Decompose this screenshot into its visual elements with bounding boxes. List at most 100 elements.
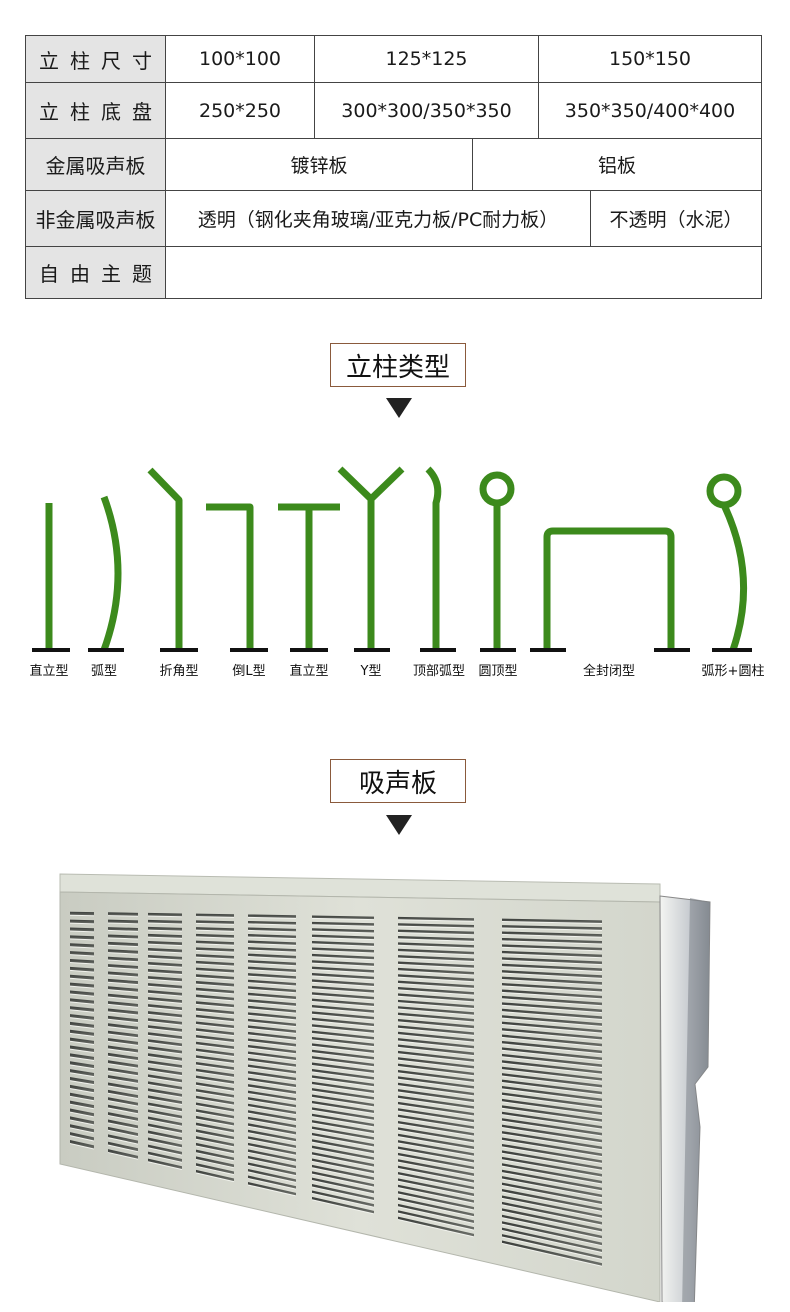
spec-table: 立柱尺寸 100*100 125*125 150*150 立柱底盘 250*25… bbox=[25, 35, 762, 299]
louver-slot bbox=[502, 1047, 602, 1061]
louver-highlight bbox=[247, 1021, 297, 1028]
louver-highlight bbox=[195, 1030, 235, 1037]
louver-highlight bbox=[397, 1085, 475, 1097]
louver-highlight bbox=[195, 1051, 235, 1057]
louver-highlight bbox=[107, 974, 139, 978]
louver-highlight bbox=[69, 1111, 95, 1118]
louver-slot bbox=[312, 992, 374, 1000]
louver-highlight bbox=[501, 1049, 603, 1062]
louver-highlight bbox=[247, 1073, 297, 1082]
louver-highlight bbox=[311, 1180, 375, 1195]
table-row: 立柱尺寸 100*100 125*125 150*150 bbox=[25, 35, 762, 83]
louver-highlight bbox=[311, 930, 375, 934]
louver-highlight bbox=[247, 969, 297, 973]
louver-slot bbox=[248, 1168, 296, 1183]
louver-highlight bbox=[311, 1096, 375, 1108]
louver-highlight bbox=[147, 992, 183, 997]
louver-highlight bbox=[147, 1062, 183, 1069]
louver-slot bbox=[248, 986, 296, 993]
louver-highlight bbox=[147, 964, 183, 968]
louver-highlight bbox=[195, 1165, 235, 1176]
louver-slot bbox=[502, 1234, 602, 1260]
louver-highlight bbox=[107, 996, 139, 1001]
louver-highlight bbox=[69, 1048, 95, 1053]
post-label: 顶部弧型 bbox=[412, 664, 466, 679]
louver-slot bbox=[312, 960, 374, 967]
louver-slot bbox=[196, 1021, 234, 1029]
louver-highlight bbox=[69, 954, 95, 957]
louver-slot bbox=[196, 1142, 234, 1154]
louver-slot bbox=[502, 1201, 602, 1226]
louver-slot bbox=[248, 947, 296, 953]
louver-highlight bbox=[195, 1131, 235, 1141]
louver-slot bbox=[70, 974, 94, 981]
louver-highlight bbox=[311, 969, 375, 974]
louver-highlight bbox=[397, 938, 475, 942]
louver-slot bbox=[248, 1031, 296, 1041]
louver-highlight bbox=[195, 1104, 235, 1113]
louver-highlight bbox=[195, 1118, 235, 1127]
table-cell: 250*250 bbox=[166, 83, 315, 139]
louver-slot bbox=[502, 931, 602, 938]
louver-slot bbox=[70, 1100, 94, 1109]
louver-highlight bbox=[311, 1192, 375, 1208]
louver-highlight bbox=[247, 956, 297, 960]
louver-highlight bbox=[195, 1017, 235, 1023]
louver-slot bbox=[148, 983, 182, 989]
louver-slot bbox=[70, 1108, 94, 1117]
louver-highlight bbox=[311, 1007, 375, 1014]
louver-slot bbox=[502, 1098, 602, 1116]
table-cell bbox=[166, 247, 762, 299]
arrow-down-icon bbox=[386, 815, 412, 835]
louver-highlight bbox=[147, 1133, 183, 1142]
louver-highlight bbox=[69, 1009, 95, 1013]
louver-slot bbox=[248, 1005, 296, 1014]
louver-highlight bbox=[69, 1127, 95, 1134]
louver-slot bbox=[248, 1044, 296, 1054]
louver-highlight bbox=[311, 1013, 375, 1021]
louver-slot bbox=[196, 1102, 234, 1113]
louver-slot bbox=[398, 1108, 474, 1123]
louver-highlight bbox=[195, 1010, 235, 1016]
table-cell: 150*150 bbox=[539, 36, 762, 83]
louver-slot bbox=[248, 979, 296, 987]
louver-highlight bbox=[397, 1199, 475, 1218]
louver-slot bbox=[502, 1008, 602, 1020]
louver-highlight bbox=[147, 1070, 183, 1077]
louver-highlight bbox=[501, 966, 603, 972]
louver-highlight bbox=[107, 1063, 139, 1069]
louver-highlight bbox=[147, 1126, 183, 1134]
louver-slot bbox=[502, 1040, 602, 1054]
louver-slot bbox=[502, 1021, 602, 1034]
louver-highlight bbox=[311, 1199, 375, 1215]
louver-highlight bbox=[397, 1091, 475, 1104]
louver-highlight bbox=[397, 1167, 475, 1184]
louver-highlight bbox=[147, 1140, 183, 1149]
louver-slot bbox=[248, 1051, 296, 1061]
louver-highlight bbox=[147, 1006, 183, 1012]
arrow-down-icon bbox=[386, 398, 412, 418]
louver-highlight bbox=[195, 916, 235, 918]
louver-slot bbox=[108, 1112, 138, 1122]
louver-highlight bbox=[107, 944, 139, 948]
louver-slot bbox=[196, 1156, 234, 1168]
louver-highlight bbox=[501, 1056, 603, 1068]
louver-slot bbox=[312, 934, 374, 940]
louver-slot bbox=[502, 1060, 602, 1075]
louver-highlight bbox=[247, 949, 297, 953]
louver-highlight bbox=[397, 1174, 475, 1191]
louver-highlight bbox=[107, 1077, 139, 1084]
row-header: 立柱尺寸 bbox=[26, 36, 166, 83]
louver-highlight bbox=[397, 1104, 475, 1117]
louver-highlight bbox=[397, 1148, 475, 1164]
louver-slot bbox=[398, 942, 474, 949]
louver-highlight bbox=[69, 1143, 95, 1150]
louver-slot bbox=[502, 1150, 602, 1171]
louver-slot bbox=[148, 1025, 182, 1033]
louver-highlight bbox=[147, 1084, 183, 1091]
louver-highlight bbox=[311, 1058, 375, 1068]
louver-slot bbox=[196, 1088, 234, 1099]
louver-highlight bbox=[311, 1045, 375, 1054]
louver-highlight bbox=[501, 1120, 603, 1137]
louver-slot bbox=[312, 1145, 374, 1161]
